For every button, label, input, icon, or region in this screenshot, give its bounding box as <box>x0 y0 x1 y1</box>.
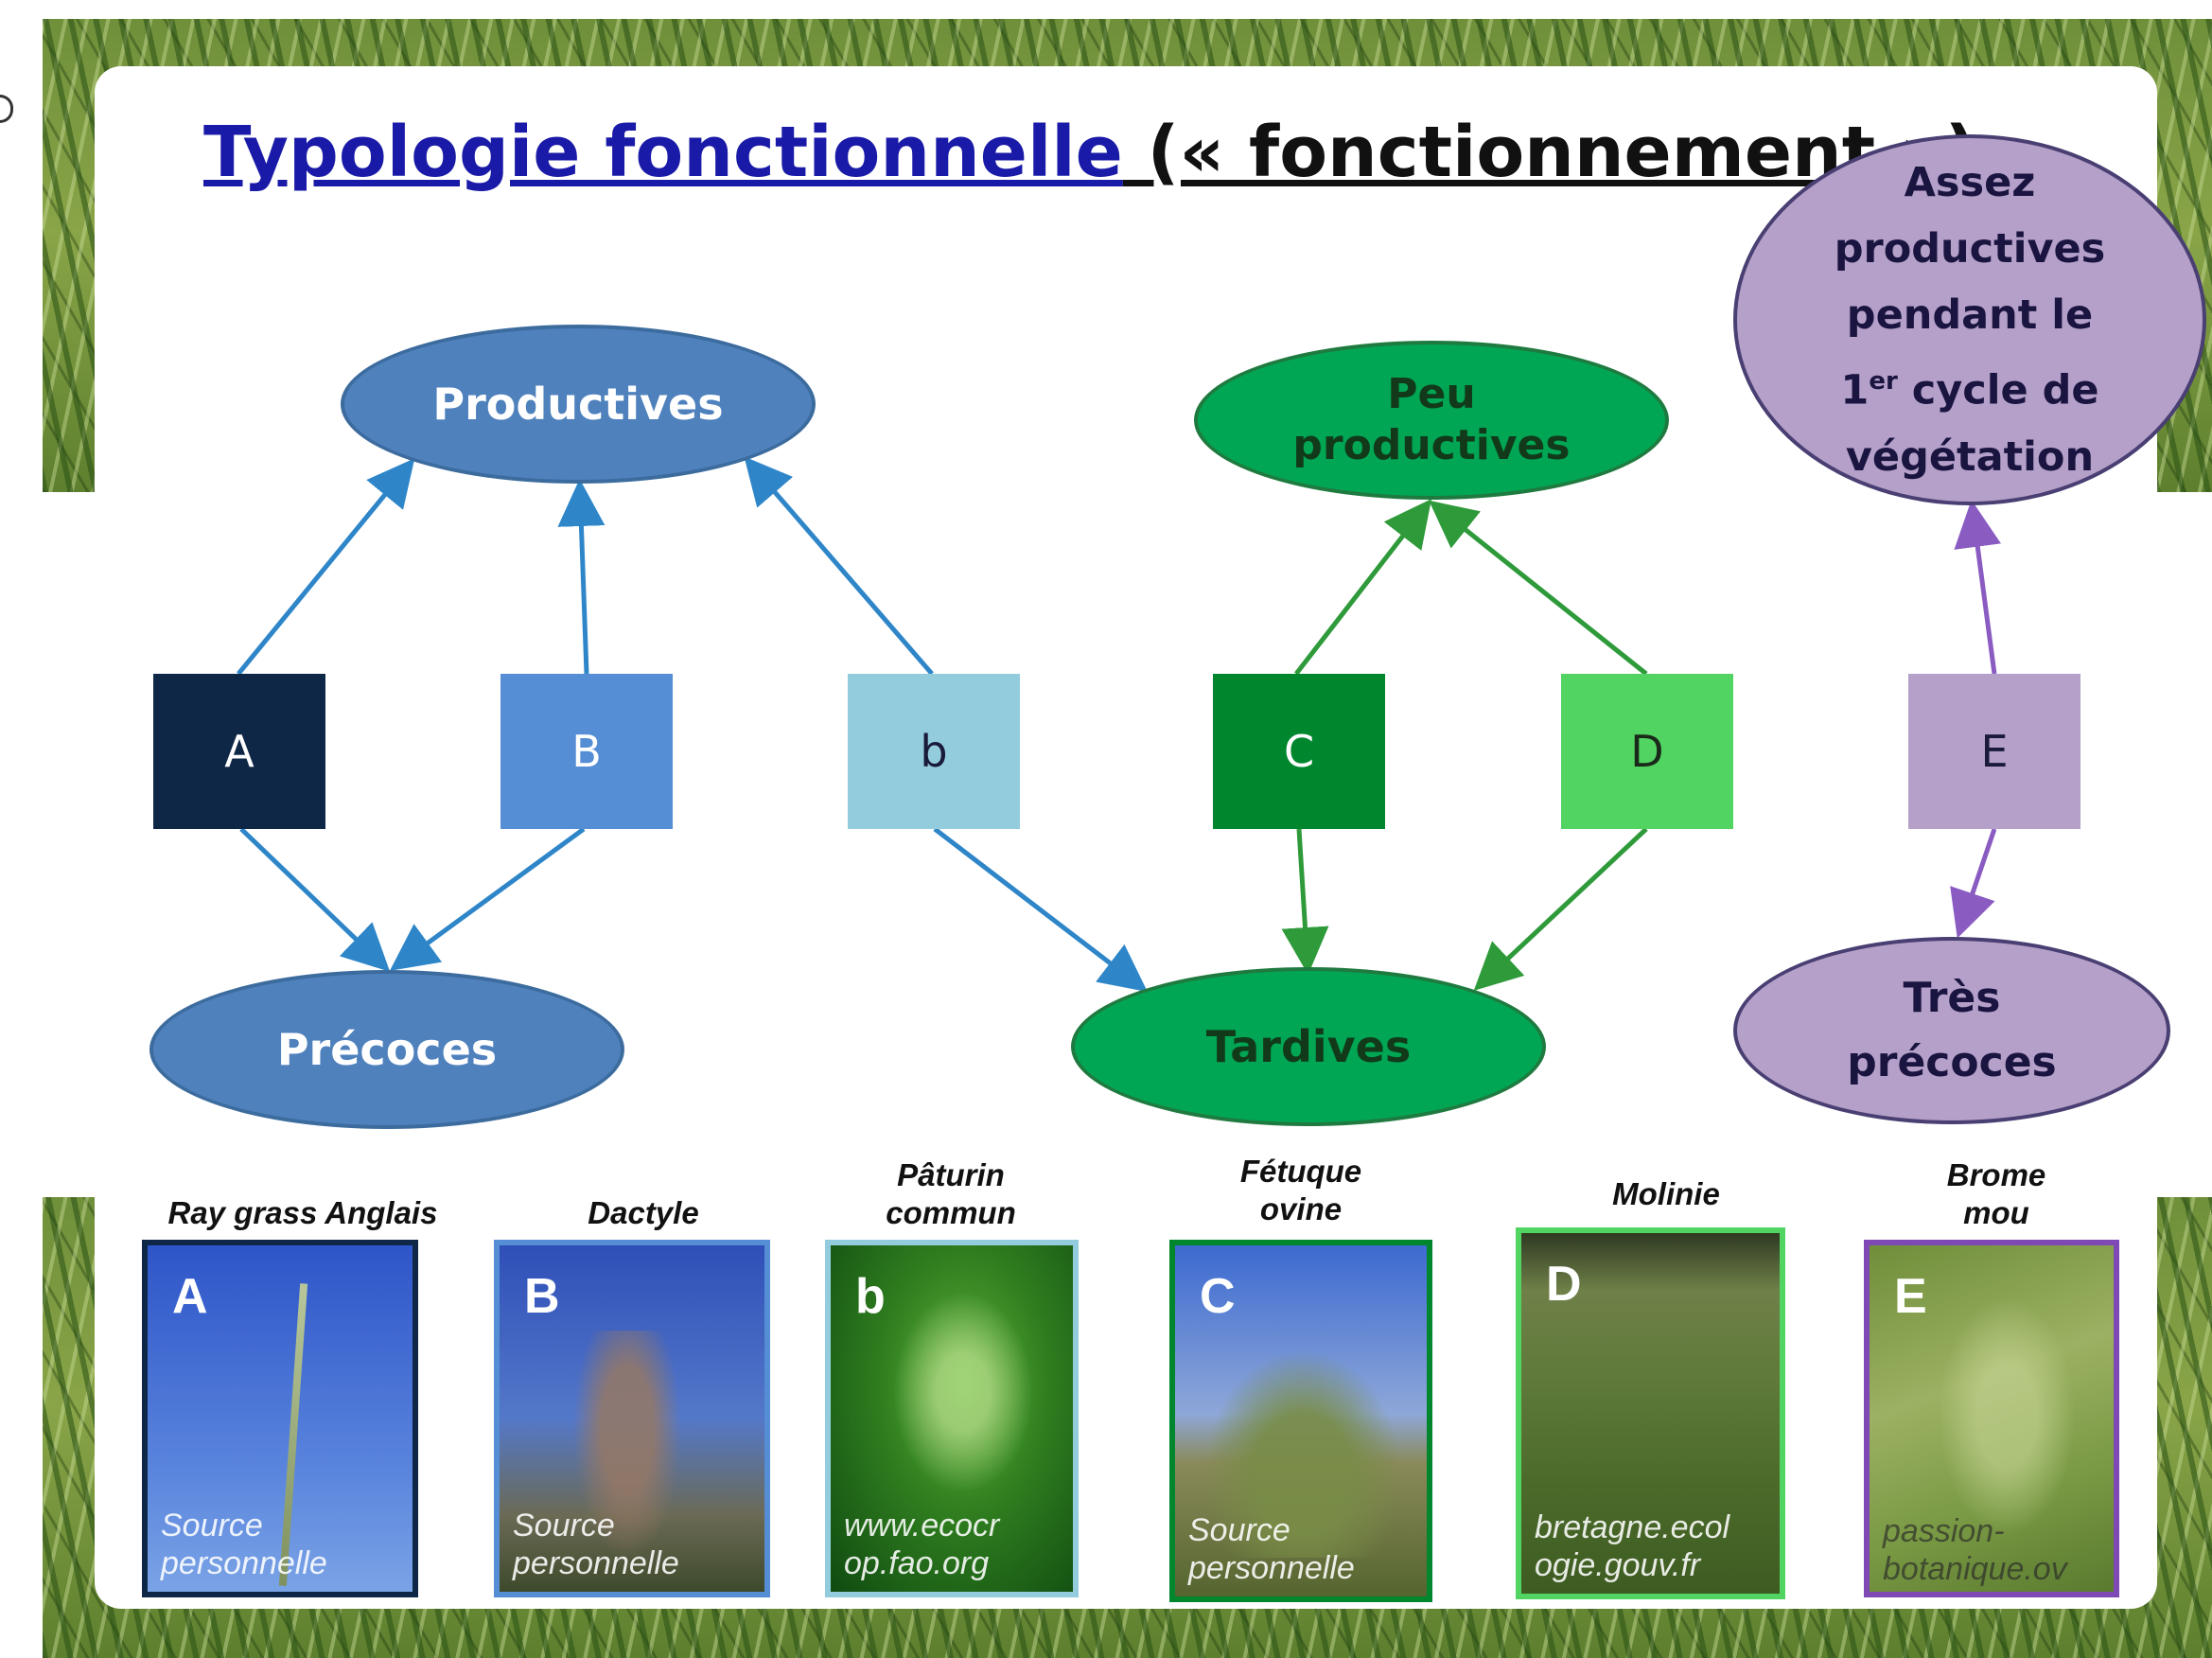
source-line1: Source <box>1188 1512 1290 1548</box>
caption-ray-grass: Ray grass Anglais <box>137 1194 468 1232</box>
source-line1: passion- <box>1883 1513 2005 1549</box>
ellipse-assez-line1: Assez <box>1904 159 2036 207</box>
ellipse-peu-productives-line2: productives <box>1292 421 1571 469</box>
arrow-a-to-precoces <box>239 827 391 972</box>
caption-brome-line1: Brome <box>1946 1157 2046 1192</box>
photo-dactyle-letter: B <box>524 1269 560 1324</box>
source-line2: botanique.ov <box>1883 1551 2067 1587</box>
box-b: B <box>500 674 673 829</box>
ellipse-peu-productives-line1: Peu <box>1387 370 1476 418</box>
source-line2: personnelle <box>161 1545 327 1581</box>
source-line1: bretagne.ecol <box>1535 1509 1730 1545</box>
arrow-d-to-tardives <box>1473 827 1648 991</box>
arrow-a-to-productives <box>237 458 415 676</box>
title-part-typology: Typologie fonctionnelle <box>203 112 1123 193</box>
ellipse-assez-line2: productives <box>1834 225 2106 273</box>
box-c: C <box>1213 674 1385 829</box>
photo-molinie-letter: D <box>1546 1257 1582 1312</box>
caption-paturin: Pâturin commun <box>833 1156 1069 1232</box>
arrow-b-to-productives <box>557 479 606 675</box>
source-line2: personnelle <box>513 1545 679 1581</box>
caption-dactyle-text: Dactyle <box>588 1195 699 1230</box>
ellipse-tres-precoces-line2: précoces <box>1847 1038 2057 1086</box>
caption-dactyle: Dactyle <box>525 1194 762 1232</box>
photo-brome-letter: E <box>1894 1269 1927 1324</box>
ellipse-precoces-label: Précoces <box>276 1024 498 1075</box>
caption-fetuque-line1: Fétuque <box>1239 1154 1362 1189</box>
box-c-label: C <box>1283 726 1315 777</box>
arrow-d-to-peu-productives <box>1429 500 1648 676</box>
ellipse-assez-line5: végétation <box>1845 432 2095 481</box>
source-line1: Source <box>513 1508 615 1543</box>
ordinal-number: 1 <box>1840 366 1870 414</box>
caption-paturin-line1: Pâturin <box>897 1157 1005 1192</box>
ellipse-tres-precoces: Très précoces <box>1733 937 2170 1124</box>
box-a-label: A <box>224 726 255 777</box>
ellipse-precoces: Précoces <box>149 970 624 1129</box>
arrow-b2-to-productives <box>744 456 934 676</box>
left-white-margin <box>0 0 43 1658</box>
ellipse-productives: Productives <box>341 325 816 484</box>
ellipse-tres-precoces-line1: Très <box>1903 974 2001 1022</box>
ellipse-assez-line3: pendant le <box>1846 291 2094 340</box>
box-d-label: D <box>1630 726 1664 777</box>
box-e: E <box>1908 674 2080 829</box>
arrow-c-to-tardives <box>1281 828 1329 975</box>
caption-ray-grass-text: Ray grass Anglais <box>167 1195 438 1230</box>
photo-brome-leaves <box>1936 1293 2078 1539</box>
arrow-e-to-tres-precoces <box>1950 828 1997 939</box>
box-a: A <box>153 674 325 829</box>
source-line3: er-blog.fr <box>1883 1588 2067 1592</box>
box-b-small-label: b <box>920 726 948 777</box>
ellipse-assez-line4: 1er cycle de <box>1840 348 2098 423</box>
source-line2: op.fao.org <box>844 1545 990 1581</box>
box-b-label: B <box>571 726 602 777</box>
caption-fetuque: Fétuque ovine <box>1183 1153 1419 1228</box>
photo-dactyle-plant <box>566 1331 689 1577</box>
source-line2: personnelle <box>1188 1550 1355 1586</box>
photo-brome-source: passion-botanique.over-blog.fr <box>1883 1512 2067 1592</box>
box-b-small: b <box>848 674 1020 829</box>
box-e-label: E <box>1980 726 2009 777</box>
photo-ray-grass-letter: A <box>172 1269 208 1324</box>
photo-fetuque-tuft <box>1203 1349 1402 1558</box>
arrow-e-to-assez-productives <box>1954 500 2002 675</box>
page-title: Typologie fonctionnelle (« fonctionnemen… <box>203 112 1976 193</box>
caption-fetuque-line2: ovine <box>1259 1191 1343 1226</box>
caption-molinie: Molinie <box>1548 1175 1784 1213</box>
ellipse-tardives: Tardives <box>1071 967 1546 1126</box>
caption-brome-line2: mou <box>1963 1195 2029 1230</box>
source-line1: www.ecocr <box>844 1508 1000 1543</box>
photo-fetuque-letter: C <box>1200 1269 1236 1324</box>
photo-paturin-letter: b <box>855 1269 886 1324</box>
source-line2: ogie.gouv.fr <box>1535 1547 1701 1583</box>
arrow-b-to-precoces <box>389 826 586 971</box>
source-line1: Source <box>161 1508 263 1543</box>
cycle-text: cycle de <box>1897 366 2099 414</box>
caption-paturin-line2: commun <box>886 1195 1016 1230</box>
photo-paturin-panicle <box>887 1283 1039 1501</box>
arrow-b2-to-tardives <box>933 827 1148 993</box>
ellipse-productives-label: Productives <box>432 379 724 430</box>
ordinal-suffix: er <box>1869 367 1898 397</box>
photo-brome: E passion-botanique.over-blog.fr <box>1864 1240 2119 1597</box>
ellipse-assez-productives: Assez productives pendant le 1er cycle d… <box>1733 134 2206 505</box>
arrow-c-to-peu-productives <box>1294 499 1432 676</box>
box-d: D <box>1561 674 1733 829</box>
caption-molinie-text: Molinie <box>1612 1176 1720 1211</box>
ellipse-tardives-label: Tardives <box>1205 1021 1412 1072</box>
ellipse-peu-productives: Peu productives <box>1194 341 1669 500</box>
caption-brome: Brome mou <box>1878 1156 2115 1232</box>
